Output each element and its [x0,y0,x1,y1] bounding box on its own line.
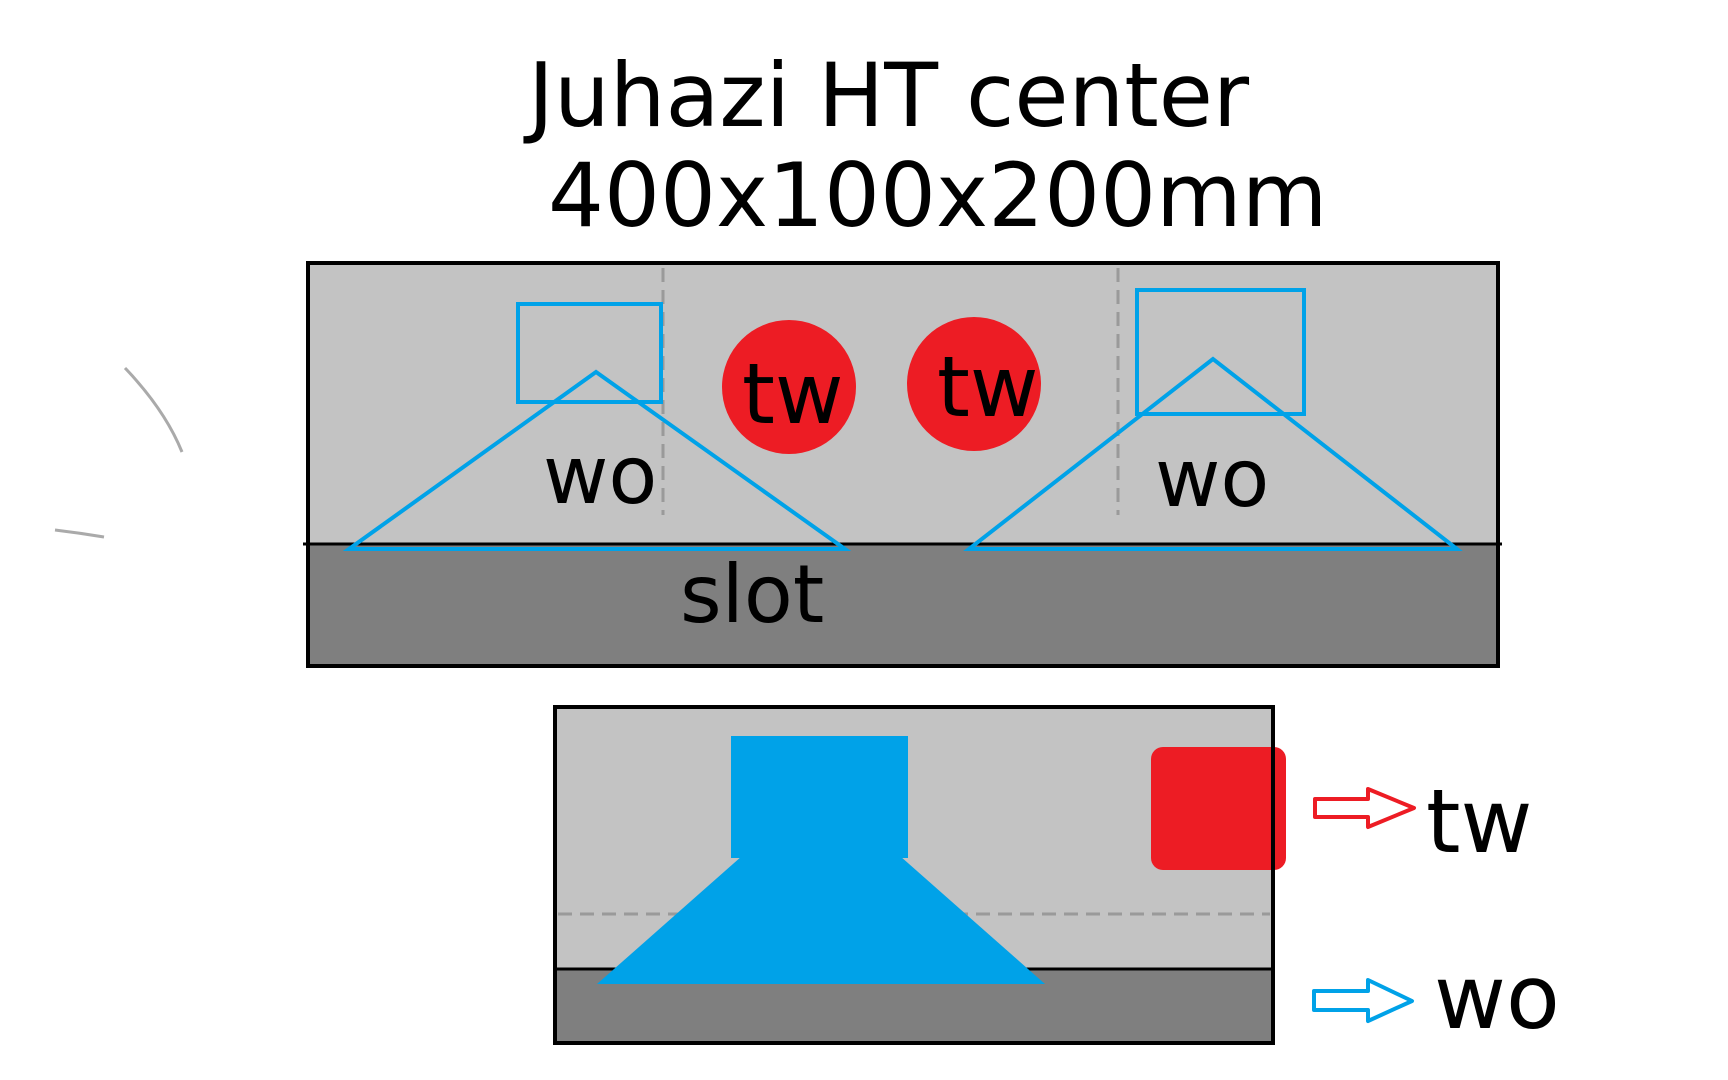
side-view [553,705,1286,1045]
front-woofer-1-cone [342,369,852,551]
front-woofer-1-label: wo [543,429,657,522]
front-tweeter-1-label: tw [742,345,844,443]
front-tweeter-2 [907,317,1041,451]
legend-woofer-arrow-icon [1312,978,1414,1023]
front-cabinet-outline [306,261,1500,668]
front-woofer-2-cone [963,356,1463,551]
front-tweeter-2-label: tw [937,338,1039,436]
legend-woofer-label: wo [1434,946,1560,1049]
legend-tweeter-arrow-icon [1313,787,1416,829]
front-woofer-2-label: wo [1155,432,1269,525]
side-woofer-magnet [731,736,908,858]
front-view: wo wo tw tw slot [303,261,1502,668]
title-line-1: Juhazi HT center [523,44,1250,147]
side-woofer-cone [597,856,1045,984]
front-woofer-2-magnet [1135,288,1306,416]
side-cabinet-outline [553,705,1275,1045]
stray-sketch-marks [54,366,184,539]
legend-tweeter-label: tw [1426,770,1532,873]
front-tweeter-1 [722,320,856,454]
side-tweeter [1151,747,1286,870]
front-slot-band [308,544,1498,666]
front-cabinet-face [308,263,1498,544]
title-line-2: 400x100x200mm [548,144,1328,247]
front-woofer-1-magnet [516,302,663,404]
front-slot-label: slot [680,548,824,641]
legend: tw wo [1312,770,1560,1049]
